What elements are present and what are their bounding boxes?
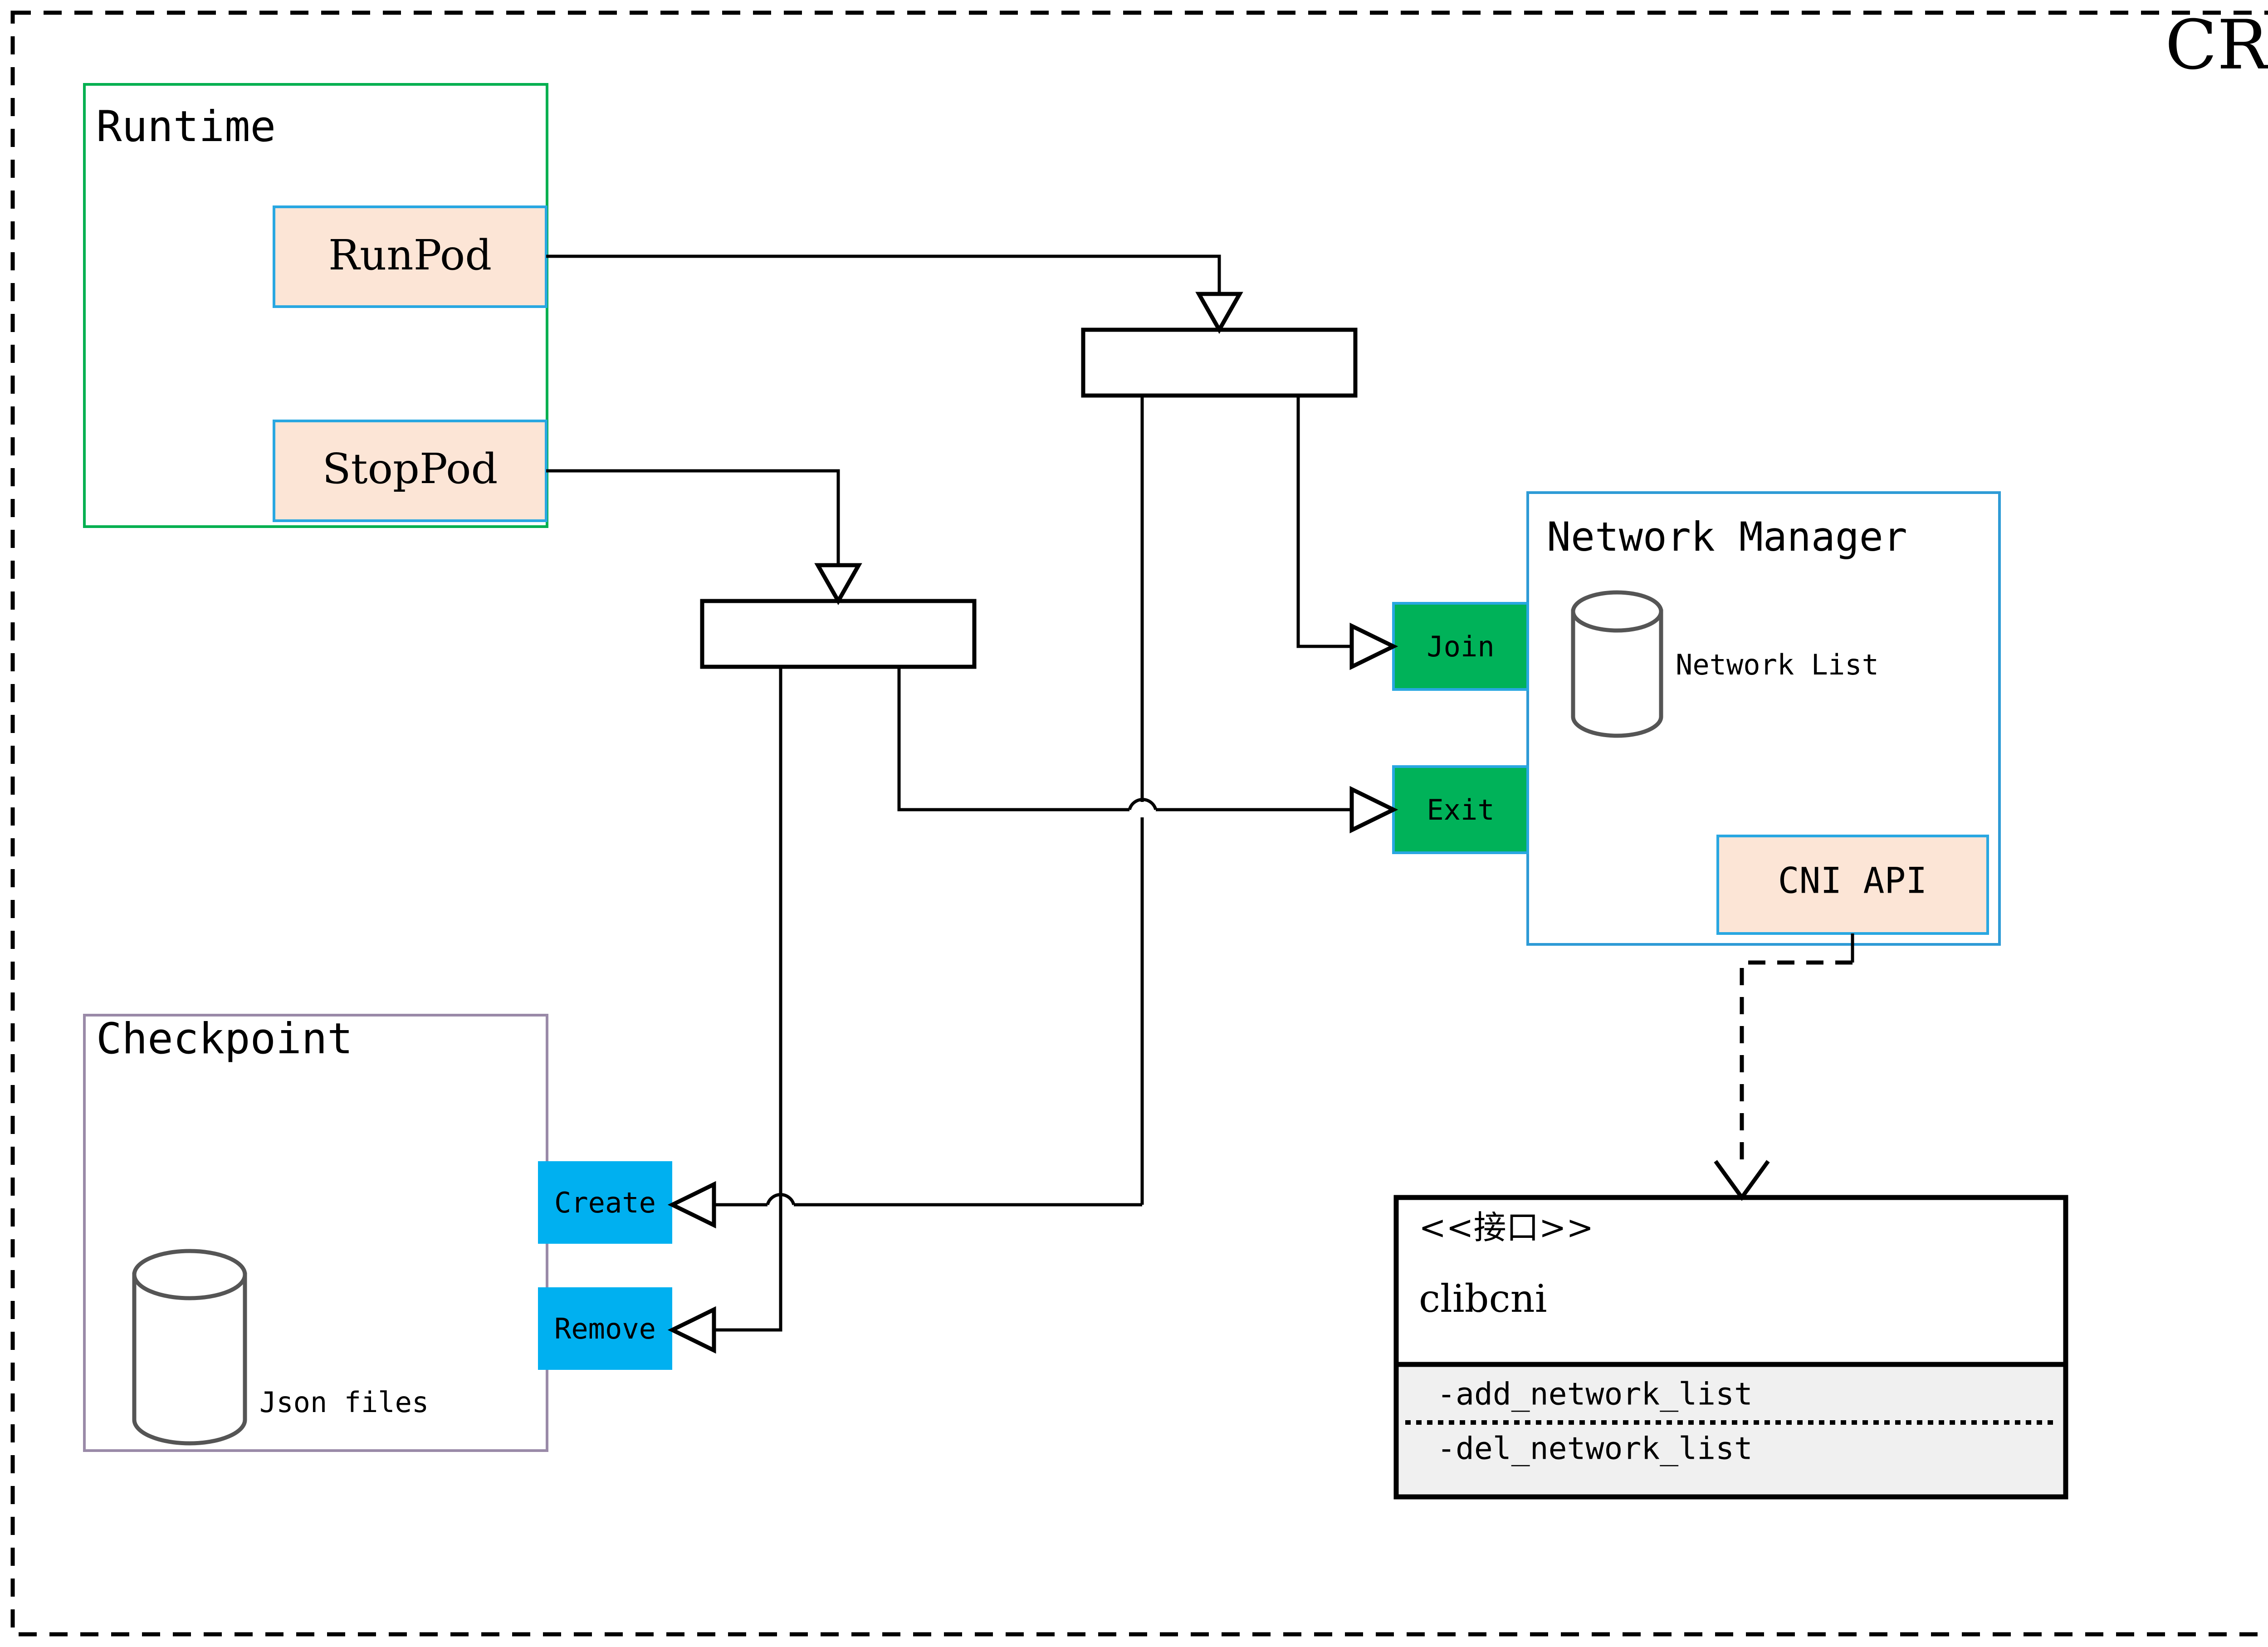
arrowhead-runpod-fork xyxy=(1195,292,1243,334)
join-label: Join xyxy=(1427,630,1494,663)
edge-fork-left-to-remove xyxy=(714,667,782,1332)
cni-api-label: CNI API xyxy=(1778,860,1927,901)
arrowhead-create xyxy=(667,1181,716,1229)
cni-api-box[interactable] xyxy=(1716,835,1989,935)
arrowhead-realization xyxy=(1714,1160,1770,1201)
create-box[interactable] xyxy=(538,1161,672,1244)
arrowhead-exit xyxy=(1349,786,1398,834)
create-label: Create xyxy=(554,1186,656,1219)
edge-fork-to-exit xyxy=(897,667,1129,811)
runtime-group-label: Runtime xyxy=(96,102,276,152)
remove-box[interactable] xyxy=(538,1287,672,1370)
network-list-label: Network List xyxy=(1676,648,1879,681)
edge-fork-to-join xyxy=(1296,396,1352,648)
edge-runpod-to-fork xyxy=(546,254,1221,294)
arrowhead-stoppod-fork xyxy=(814,563,862,606)
arrowhead-join xyxy=(1349,622,1398,670)
page-title: CRI xyxy=(2165,6,2268,85)
network-manager-group-label: Network Manager xyxy=(1547,513,1907,560)
json-files-label: Json files xyxy=(259,1386,429,1419)
network-manager-group-box xyxy=(1526,491,2001,946)
remove-label: Remove xyxy=(554,1312,656,1345)
clibcni-name: clibcni xyxy=(1419,1276,1547,1321)
edge-exit-hop xyxy=(1128,798,1158,811)
edge-stoppod-to-fork xyxy=(546,469,840,565)
network-list-cylinder-icon xyxy=(1571,590,1663,738)
arrowhead-remove xyxy=(667,1306,716,1354)
canvas-border xyxy=(10,10,2268,1637)
runpod-label: RunPod xyxy=(328,231,492,279)
checkpoint-group-label: Checkpoint xyxy=(96,1014,353,1064)
clibcni-operations-compartment xyxy=(1393,1362,2068,1500)
stoppod-fork-bar xyxy=(700,599,977,669)
runpod-fork-bar xyxy=(1081,327,1358,398)
clibcni-operation-del: -del_network_list xyxy=(1437,1431,1753,1467)
json-files-cylinder-icon xyxy=(132,1249,247,1446)
clibcni-stereotype: <<接口>> xyxy=(1419,1208,1593,1246)
exit-label: Exit xyxy=(1427,793,1494,826)
exit-box[interactable] xyxy=(1392,765,1529,854)
stoppod-label: StopPod xyxy=(323,445,498,493)
edge-cni-api-to-clibcni xyxy=(1740,960,1853,1161)
clibcni-operation-add: -add_network_list xyxy=(1437,1377,1753,1412)
runpod-box[interactable] xyxy=(273,205,547,308)
